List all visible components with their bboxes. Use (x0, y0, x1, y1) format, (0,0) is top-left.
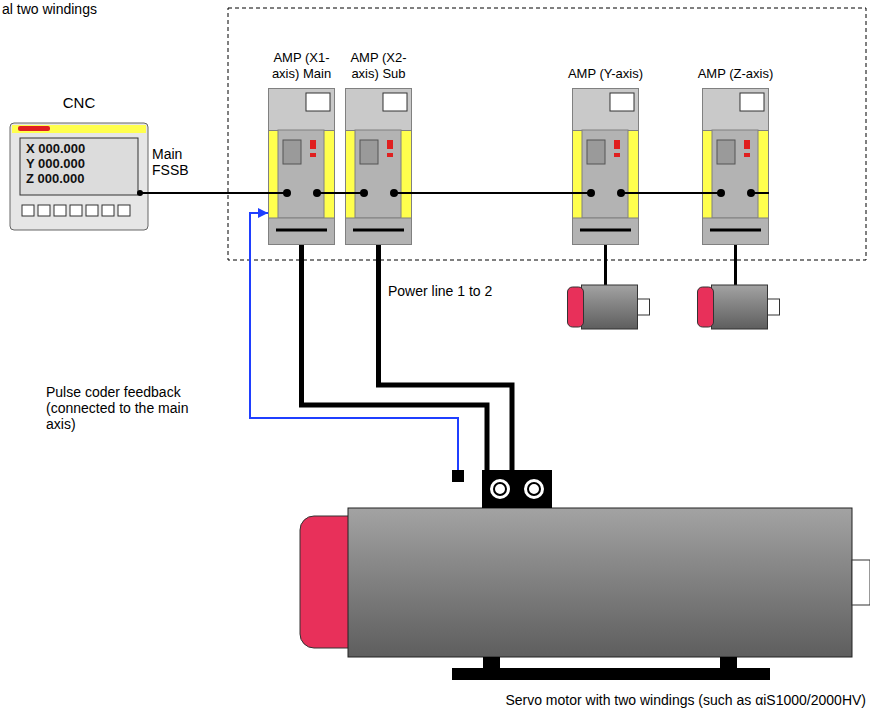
text-slot: X 000.000 (26, 141, 136, 156)
screen-readout: Y 000.000 (26, 156, 136, 171)
text-slot: AMP (X2-axis) Sub (337, 50, 420, 82)
motor-caption: Servo motor with two windings (such as α… (300, 692, 866, 708)
label-slot: Pulse coder feedback (connected to the m… (46, 384, 196, 432)
device-label: CNC (0, 94, 158, 111)
bus-label: Main FSSB (152, 146, 200, 178)
text-slot: Servo motor with two windings (such as α… (300, 692, 866, 708)
amp-body (268, 89, 335, 245)
screen-readout: X 000.000 (26, 141, 136, 156)
servo-amplifier: AMP (Z-axis) (702, 88, 769, 245)
amp-body (572, 89, 639, 245)
cnc-unit (10, 123, 148, 230)
amp-label: AMP (X1-axis) Main (260, 50, 343, 82)
label-slot: al two windings (2, 1, 222, 17)
amp-body (345, 89, 412, 245)
power-line (379, 245, 513, 470)
text-slot: Y 000.000 (26, 156, 136, 171)
text-slot: AMP (Y-axis) (564, 66, 647, 82)
power-line (302, 245, 488, 470)
amp-body (702, 89, 769, 245)
cnc-unit: CNCX 000.000Y 000.000Z 000.000 (10, 123, 148, 230)
amp-group-border (228, 8, 866, 260)
servo-motor: Servo motor with two windings (such as α… (300, 470, 868, 712)
fssb-cable (639, 192, 702, 194)
servo-amplifier: AMP (X1-axis) Main (268, 88, 335, 245)
screen-readout: Z 000.000 (26, 171, 136, 186)
feedback-label: Pulse coder feedback (connected to the m… (46, 384, 196, 432)
fssb-cable (335, 192, 345, 194)
amp-label: AMP (X2-axis) Sub (337, 50, 420, 82)
dual-winding-motor (300, 470, 870, 680)
amp-label: AMP (Z-axis) (694, 66, 777, 82)
label-slot: Main FSSB (152, 146, 200, 178)
servo-amplifier: AMP (X2-axis) Sub (345, 88, 412, 245)
power-line-label: Power line 1 to 2 (388, 283, 538, 299)
text-slot: Z 000.000 (26, 171, 136, 186)
amp-label: AMP (Y-axis) (564, 66, 647, 82)
servo-amplifier: AMP (Y-axis) (572, 88, 639, 245)
small-servo-motor (698, 245, 780, 329)
label-slot: Power line 1 to 2 (388, 283, 538, 299)
title-fragment: al two windings (2, 1, 222, 17)
feedback-cable (250, 213, 458, 470)
text-slot: AMP (X1-axis) Main (260, 50, 343, 82)
fssb-cable (148, 192, 268, 194)
small-servo-motor (568, 245, 650, 329)
text-slot: CNC (0, 94, 158, 111)
text-slot: AMP (Z-axis) (694, 66, 777, 82)
fssb-cable (412, 192, 572, 194)
